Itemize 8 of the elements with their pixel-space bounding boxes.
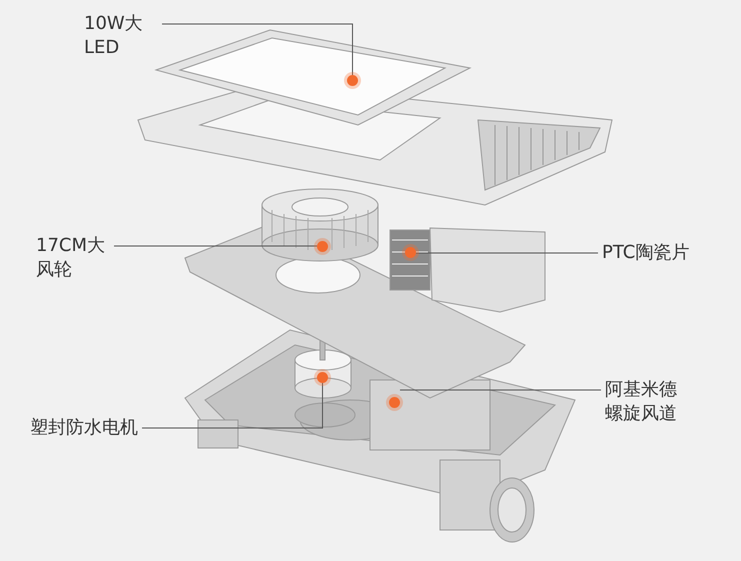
- part-label: PTC陶瓷片: [602, 241, 690, 265]
- part-label: 17CM大风轮: [36, 234, 110, 282]
- leader-line: [142, 382, 323, 428]
- leader-line: [416, 252, 598, 254]
- part-label: 阿基米德螺旋风道: [605, 378, 679, 426]
- leader-line: [162, 24, 353, 76]
- part-label: 10W大LED: [84, 12, 158, 60]
- part-label: 塑封防水电机: [30, 416, 138, 440]
